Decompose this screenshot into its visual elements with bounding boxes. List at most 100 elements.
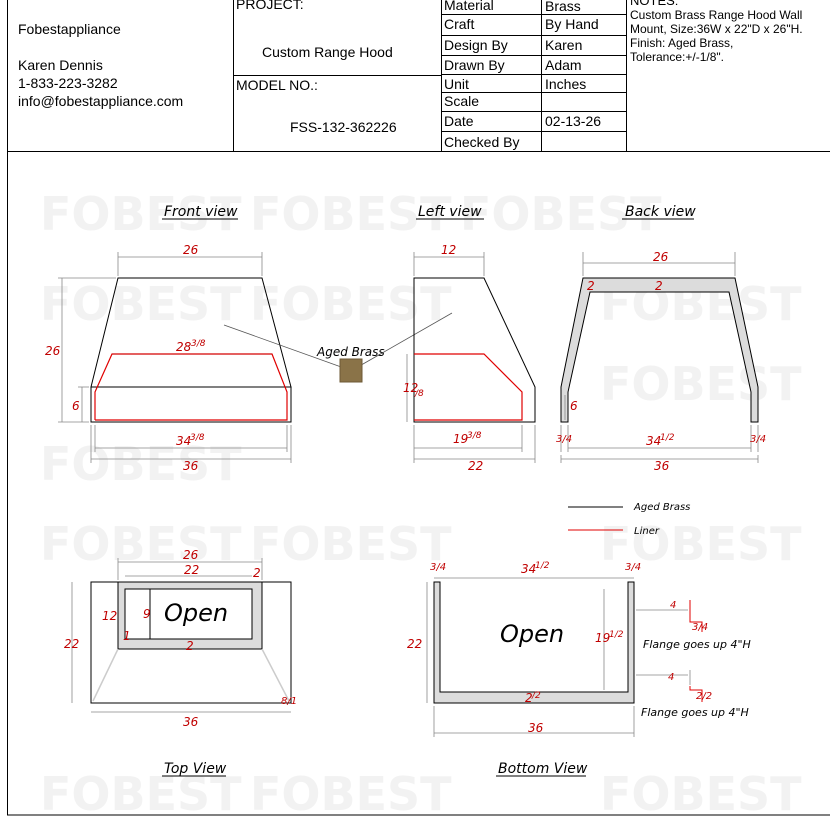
contact-email: info@fobestappliance.com bbox=[18, 93, 184, 109]
top-dim-width: 36 bbox=[183, 715, 199, 729]
bottom-dim-inner-height: 19 bbox=[595, 631, 610, 645]
top-view: 26 22 2 12 9 1 2 22 36 8/1 Open bbox=[64, 548, 297, 729]
field-value-design-by: Karen bbox=[545, 37, 583, 53]
top-dim-angle: 8/1 bbox=[281, 696, 297, 707]
top-dim-small: 1 bbox=[123, 629, 131, 643]
material-callout-label: Aged Brass bbox=[316, 345, 385, 359]
top-view-title: Top View bbox=[164, 761, 227, 777]
bottom-dim-width: 36 bbox=[528, 721, 544, 735]
front-dim-side: 6 bbox=[72, 399, 80, 413]
front-dim-top: 26 bbox=[183, 243, 199, 257]
watermark-text: FOBEST bbox=[250, 187, 452, 241]
flange-note-2: Flange goes up 4"H bbox=[641, 706, 749, 719]
front-dim-width: 36 bbox=[183, 459, 199, 473]
watermark-text: FOBEST bbox=[600, 767, 802, 817]
watermark-text: FOBEST bbox=[40, 517, 242, 571]
watermark-text: FOBEST bbox=[250, 767, 452, 817]
front-view-title: Front view bbox=[164, 204, 238, 220]
top-dim-left: 12 bbox=[102, 609, 117, 623]
flange-note-1: Flange goes up 4"H bbox=[643, 638, 751, 651]
left-dim-liner-height: 12 bbox=[403, 381, 418, 395]
bottom-view: 3/4 34 1/2 3/4 22 19 1/2 2 /2 36 4 3/4 4… bbox=[407, 561, 751, 737]
back-view-title: Back view bbox=[625, 204, 696, 220]
bottom-dim-edge-left: 3/4 bbox=[430, 562, 446, 573]
title-block-grid bbox=[7, 0, 830, 816]
back-dim-mid-frac: 1/2 bbox=[660, 433, 675, 443]
company-name: Fobestappliance bbox=[18, 21, 121, 37]
back-dim-mid: 34 bbox=[646, 434, 661, 448]
back-dim-side: 6 bbox=[570, 399, 578, 413]
bottom-view-title: Bottom View bbox=[498, 761, 588, 777]
watermark-text: FOBEST bbox=[40, 437, 242, 491]
left-dim-top: 12 bbox=[441, 243, 456, 257]
bottom-opening-label: Open bbox=[500, 620, 564, 648]
left-dim-liner-height-frac: /8 bbox=[414, 389, 424, 399]
model-label: MODEL NO.: bbox=[236, 77, 318, 93]
field-label-date: Date bbox=[444, 113, 474, 129]
bottom-dim-mid: 34 bbox=[521, 562, 536, 576]
material-callout: Aged Brass bbox=[223, 312, 453, 383]
field-value-date: 02-13-26 bbox=[545, 113, 602, 129]
watermark-text: FOBEST bbox=[40, 187, 242, 241]
field-value-craft: By Hand bbox=[545, 16, 599, 32]
back-dim-top: 26 bbox=[653, 250, 669, 264]
front-dim-height: 26 bbox=[45, 344, 61, 358]
notes-label: NOTES: bbox=[630, 0, 679, 8]
field-value-material: Brass bbox=[545, 0, 581, 14]
field-label-checked-by: Checked By bbox=[444, 134, 520, 150]
top-dim-outer: 26 bbox=[183, 548, 199, 562]
left-view-title: Left view bbox=[418, 204, 482, 220]
bottom-dim-flange-height-1: 4 bbox=[670, 600, 676, 611]
contact-phone: 1-833-223-3282 bbox=[18, 75, 118, 91]
field-label-material: Material bbox=[444, 0, 494, 13]
back-dim-flange-mid: 2 bbox=[655, 279, 663, 293]
bottom-dim-depth: 22 bbox=[407, 637, 422, 651]
back-dim-edge-right: 3/4 bbox=[750, 434, 766, 445]
bottom-dim-edge-right: 3/4 bbox=[625, 562, 641, 573]
watermark-text: FOBEST bbox=[250, 277, 452, 331]
top-dim-inner: 22 bbox=[184, 563, 199, 577]
top-dim-corner: 2 bbox=[253, 566, 261, 580]
watermark-text: FOBEST bbox=[40, 767, 242, 817]
front-view: 26 26 28 3/8 6 34 3/8 36 bbox=[45, 243, 292, 473]
field-label-unit: Unit bbox=[444, 76, 469, 92]
field-value-drawn-by: Adam bbox=[545, 57, 582, 73]
bottom-dim-thickness-frac: /2 bbox=[531, 691, 541, 701]
front-dim-liner-frac: 3/8 bbox=[191, 339, 206, 349]
back-view: 26 2 2 6 3/4 34 1/2 3/4 36 bbox=[556, 250, 766, 473]
top-opening-label: Open bbox=[164, 599, 228, 627]
left-view: 12 12 /8 19 3/8 22 bbox=[403, 243, 536, 473]
watermark-text: FOBEST bbox=[600, 357, 802, 411]
bottom-dim-mid-frac: 1/2 bbox=[535, 561, 550, 571]
field-label-drawn-by: Drawn By bbox=[444, 57, 505, 73]
field-label-scale: Scale bbox=[444, 93, 480, 109]
front-dim-liner: 28 bbox=[176, 340, 192, 354]
field-value-unit: Inches bbox=[545, 76, 587, 92]
contact-name: Karen Dennis bbox=[18, 57, 103, 73]
watermark-text: FOBEST bbox=[250, 517, 452, 571]
view-titles: Front view Left view Back view Top View … bbox=[162, 204, 696, 777]
bottom-dim-flange-frac-2: 2/2 bbox=[696, 691, 712, 702]
bottom-dim-flange-frac-1: 3/4 bbox=[692, 622, 708, 633]
legend: Aged Brass Liner bbox=[568, 502, 690, 537]
top-dim-inner-height: 9 bbox=[143, 607, 151, 621]
back-dim-width: 36 bbox=[654, 459, 670, 473]
front-dim-bottom: 34 bbox=[176, 434, 191, 448]
back-dim-flange-left: 2 bbox=[587, 279, 595, 293]
front-dim-bottom-frac: 3/8 bbox=[190, 433, 205, 443]
watermark-text: FOBEST bbox=[40, 277, 242, 331]
field-label-craft: Craft bbox=[444, 16, 475, 32]
watermark-text: FOBEST bbox=[600, 517, 802, 571]
bottom-dim-inner-height-frac: 1/2 bbox=[609, 630, 624, 640]
legend-liner-label: Liner bbox=[634, 526, 660, 537]
model-value: FSS-132-362226 bbox=[290, 119, 397, 135]
bottom-dim-flange-height-2: 4 bbox=[668, 672, 674, 683]
left-dim-depth: 22 bbox=[468, 459, 483, 473]
project-label: PROJECT: bbox=[236, 0, 304, 12]
notes-text: Custom Brass Range Hood Wall Mount, Size… bbox=[630, 8, 803, 64]
legend-brass-label: Aged Brass bbox=[633, 502, 690, 513]
field-label-design-by: Design By bbox=[444, 37, 508, 53]
brass-swatch bbox=[339, 358, 363, 383]
